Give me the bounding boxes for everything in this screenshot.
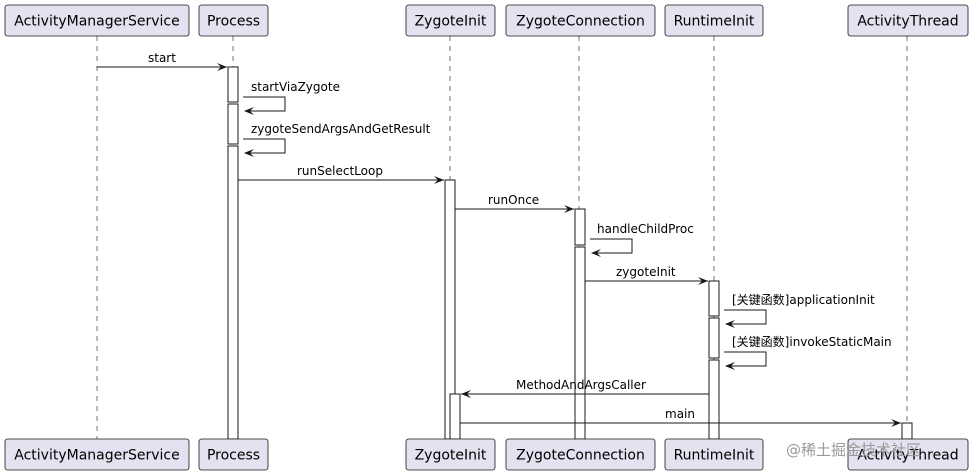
- participant-box-process-top: [198, 4, 269, 37]
- watermark-text: @稀土掘金技术社区: [786, 441, 921, 459]
- arrowhead: [891, 419, 901, 427]
- activation-bar: [708, 359, 720, 440]
- participant-box-activity-manager-service-bottom: [4, 438, 190, 471]
- participant-box-zygote-connection-bottom: [505, 438, 656, 471]
- message-label: zygoteInit: [616, 265, 676, 279]
- self-message-arrow-invoke-static-main: [724, 351, 767, 367]
- message-label: zygoteSendArgsAndGetResult: [251, 122, 431, 136]
- participant-label-process-top: Process: [207, 14, 260, 30]
- message-label: [关键函数]invokeStaticMain: [732, 334, 892, 349]
- activation-bar: [227, 103, 239, 145]
- participant-box-zygote-init-bottom: [405, 438, 496, 471]
- participant-label-zygote-connection-top: ZygoteConnection: [516, 14, 645, 30]
- participant-label-runtime-init-bottom: RuntimeInit: [674, 448, 755, 464]
- activation-bar: [449, 393, 461, 440]
- message-label: start: [148, 51, 176, 65]
- participant-label-runtime-init-top: RuntimeInit: [674, 14, 755, 30]
- participant-label-activity-thread-bottom: ActivityThread: [857, 448, 958, 464]
- participant-label-activity-manager-service-bottom: ActivityManagerService: [14, 448, 179, 464]
- arrowhead: [244, 107, 254, 115]
- arrowhead: [725, 320, 735, 328]
- participant-label-activity-thread-top: ActivityThread: [857, 14, 958, 30]
- activation-bar: [708, 317, 720, 359]
- arrowhead: [698, 277, 708, 285]
- self-message-arrow-start-via-zygote: [243, 96, 286, 112]
- participant-label-activity-manager-service-top: ActivityManagerService: [14, 14, 179, 30]
- self-message-arrow-zygote-send-args-and-get-result: [243, 138, 286, 154]
- activation-bar: [901, 422, 913, 440]
- message-label: runSelectLoop: [297, 164, 383, 178]
- message-label: startViaZygote: [251, 80, 340, 94]
- activation-bar: [574, 246, 586, 440]
- message-label: main: [665, 407, 695, 421]
- arrowhead: [217, 63, 227, 71]
- arrowhead: [591, 249, 601, 257]
- participant-box-activity-thread-bottom: [847, 438, 969, 471]
- participant-label-process-bottom: Process: [207, 448, 260, 464]
- arrowhead: [564, 205, 574, 213]
- message-label: handleChildProc: [597, 222, 694, 236]
- activation-bar: [574, 208, 586, 246]
- message-label: [关键函数]applicationInit: [732, 292, 875, 307]
- participant-box-activity-manager-service-top: [4, 4, 190, 37]
- activation-bar: [708, 280, 720, 317]
- arrowhead: [434, 176, 444, 184]
- arrowhead: [461, 390, 471, 398]
- message-label: MethodAndArgsCaller: [516, 378, 646, 392]
- activation-bar: [227, 66, 239, 103]
- participant-label-zygote-connection-bottom: ZygoteConnection: [516, 448, 645, 464]
- participant-box-runtime-init-bottom: [664, 438, 764, 471]
- arrowhead: [244, 149, 254, 157]
- arrowhead: [725, 362, 735, 370]
- self-message-arrow-handle-child-proc: [590, 238, 633, 254]
- participant-box-zygote-init-top: [405, 4, 496, 37]
- participant-label-zygote-init-bottom: ZygoteInit: [415, 448, 487, 464]
- participant-box-process-bottom: [198, 438, 269, 471]
- participant-label-zygote-init-top: ZygoteInit: [415, 14, 487, 30]
- self-message-arrow-application-init: [724, 309, 767, 325]
- message-label: runOnce: [488, 193, 539, 207]
- participant-box-activity-thread-top: [847, 4, 969, 37]
- activation-bar: [227, 145, 239, 440]
- participant-box-zygote-connection-top: [505, 4, 656, 37]
- participant-box-runtime-init-top: [664, 4, 764, 37]
